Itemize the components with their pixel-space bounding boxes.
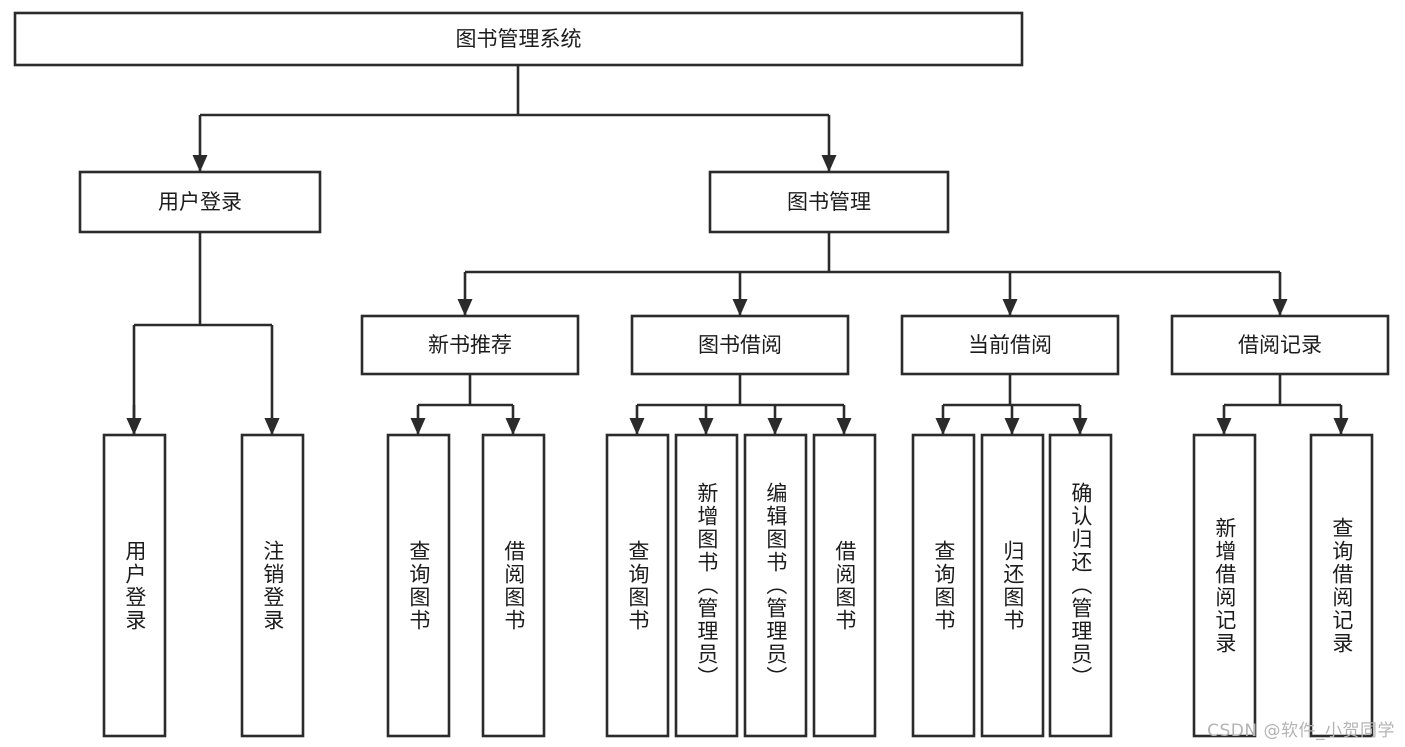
node-user-login[interactable] — [78, 170, 322, 234]
node-book-management[interactable] — [708, 170, 950, 234]
arrow-head-icon — [192, 155, 208, 172]
node-leaf-confirm-return-admin[interactable] — [1048, 433, 1113, 738]
node-current-borrow[interactable] — [900, 314, 1120, 376]
node-leaf-borrow-books-rec[interactable] — [481, 433, 546, 738]
node-leaf-add-borrow-record[interactable] — [1192, 433, 1257, 738]
node-book-borrow[interactable] — [630, 314, 850, 376]
node-label-current-borrow: 当前借阅 — [968, 333, 1052, 357]
node-label-book-management: 图书管理 — [787, 190, 871, 214]
arrow-head-icon — [836, 418, 852, 435]
node-leaf-query-borrow-record[interactable] — [1309, 433, 1374, 738]
arrow-head-icon — [457, 299, 473, 316]
node-leaf-user-login[interactable] — [102, 433, 167, 738]
node-leaf-edit-book-admin[interactable] — [743, 433, 808, 738]
arrow-head-icon — [410, 418, 426, 435]
node-leaf-add-book-admin[interactable] — [674, 433, 739, 738]
node-root-system[interactable] — [13, 11, 1024, 67]
node-leaf-borrow-book[interactable] — [812, 433, 877, 738]
node-label-user-login: 用户登录 — [158, 190, 242, 214]
node-label-root: 图书管理系统 — [456, 27, 582, 51]
arrow-head-icon — [505, 418, 521, 435]
arrow-head-icon — [698, 418, 714, 435]
arrow-head-icon — [126, 418, 142, 435]
arrow-head-icon — [1272, 299, 1288, 316]
arrow-head-icon — [264, 418, 280, 435]
arrow-head-icon — [1216, 418, 1232, 435]
arrow-head-icon — [1004, 418, 1020, 435]
arrow-head-icon — [732, 299, 748, 316]
node-label-book-borrow: 图书借阅 — [698, 333, 782, 357]
watermark-text: CSDN @软件_小贺同学 — [1207, 721, 1395, 741]
node-new-book-recommend[interactable] — [360, 314, 580, 376]
arrow-head-icon — [935, 418, 951, 435]
arrow-head-icon — [1002, 299, 1018, 316]
node-leaf-return-book[interactable] — [980, 433, 1045, 738]
node-borrow-record[interactable] — [1170, 314, 1390, 376]
arrow-head-icon — [767, 418, 783, 435]
node-leaf-query-books-current[interactable] — [911, 433, 976, 738]
node-leaf-query-books-rec[interactable] — [386, 433, 451, 738]
arrow-head-icon — [1333, 418, 1349, 435]
node-label-new-book-recommend: 新书推荐 — [428, 333, 512, 357]
arrow-head-icon — [821, 155, 837, 172]
arrow-head-icon — [629, 418, 645, 435]
connector-layer — [126, 65, 1349, 435]
node-leaf-query-books-borrow[interactable] — [605, 433, 670, 738]
node-label-borrow-record: 借阅记录 — [1238, 333, 1322, 357]
arrow-head-icon — [1072, 418, 1088, 435]
node-leaf-user-logout[interactable] — [240, 433, 305, 738]
